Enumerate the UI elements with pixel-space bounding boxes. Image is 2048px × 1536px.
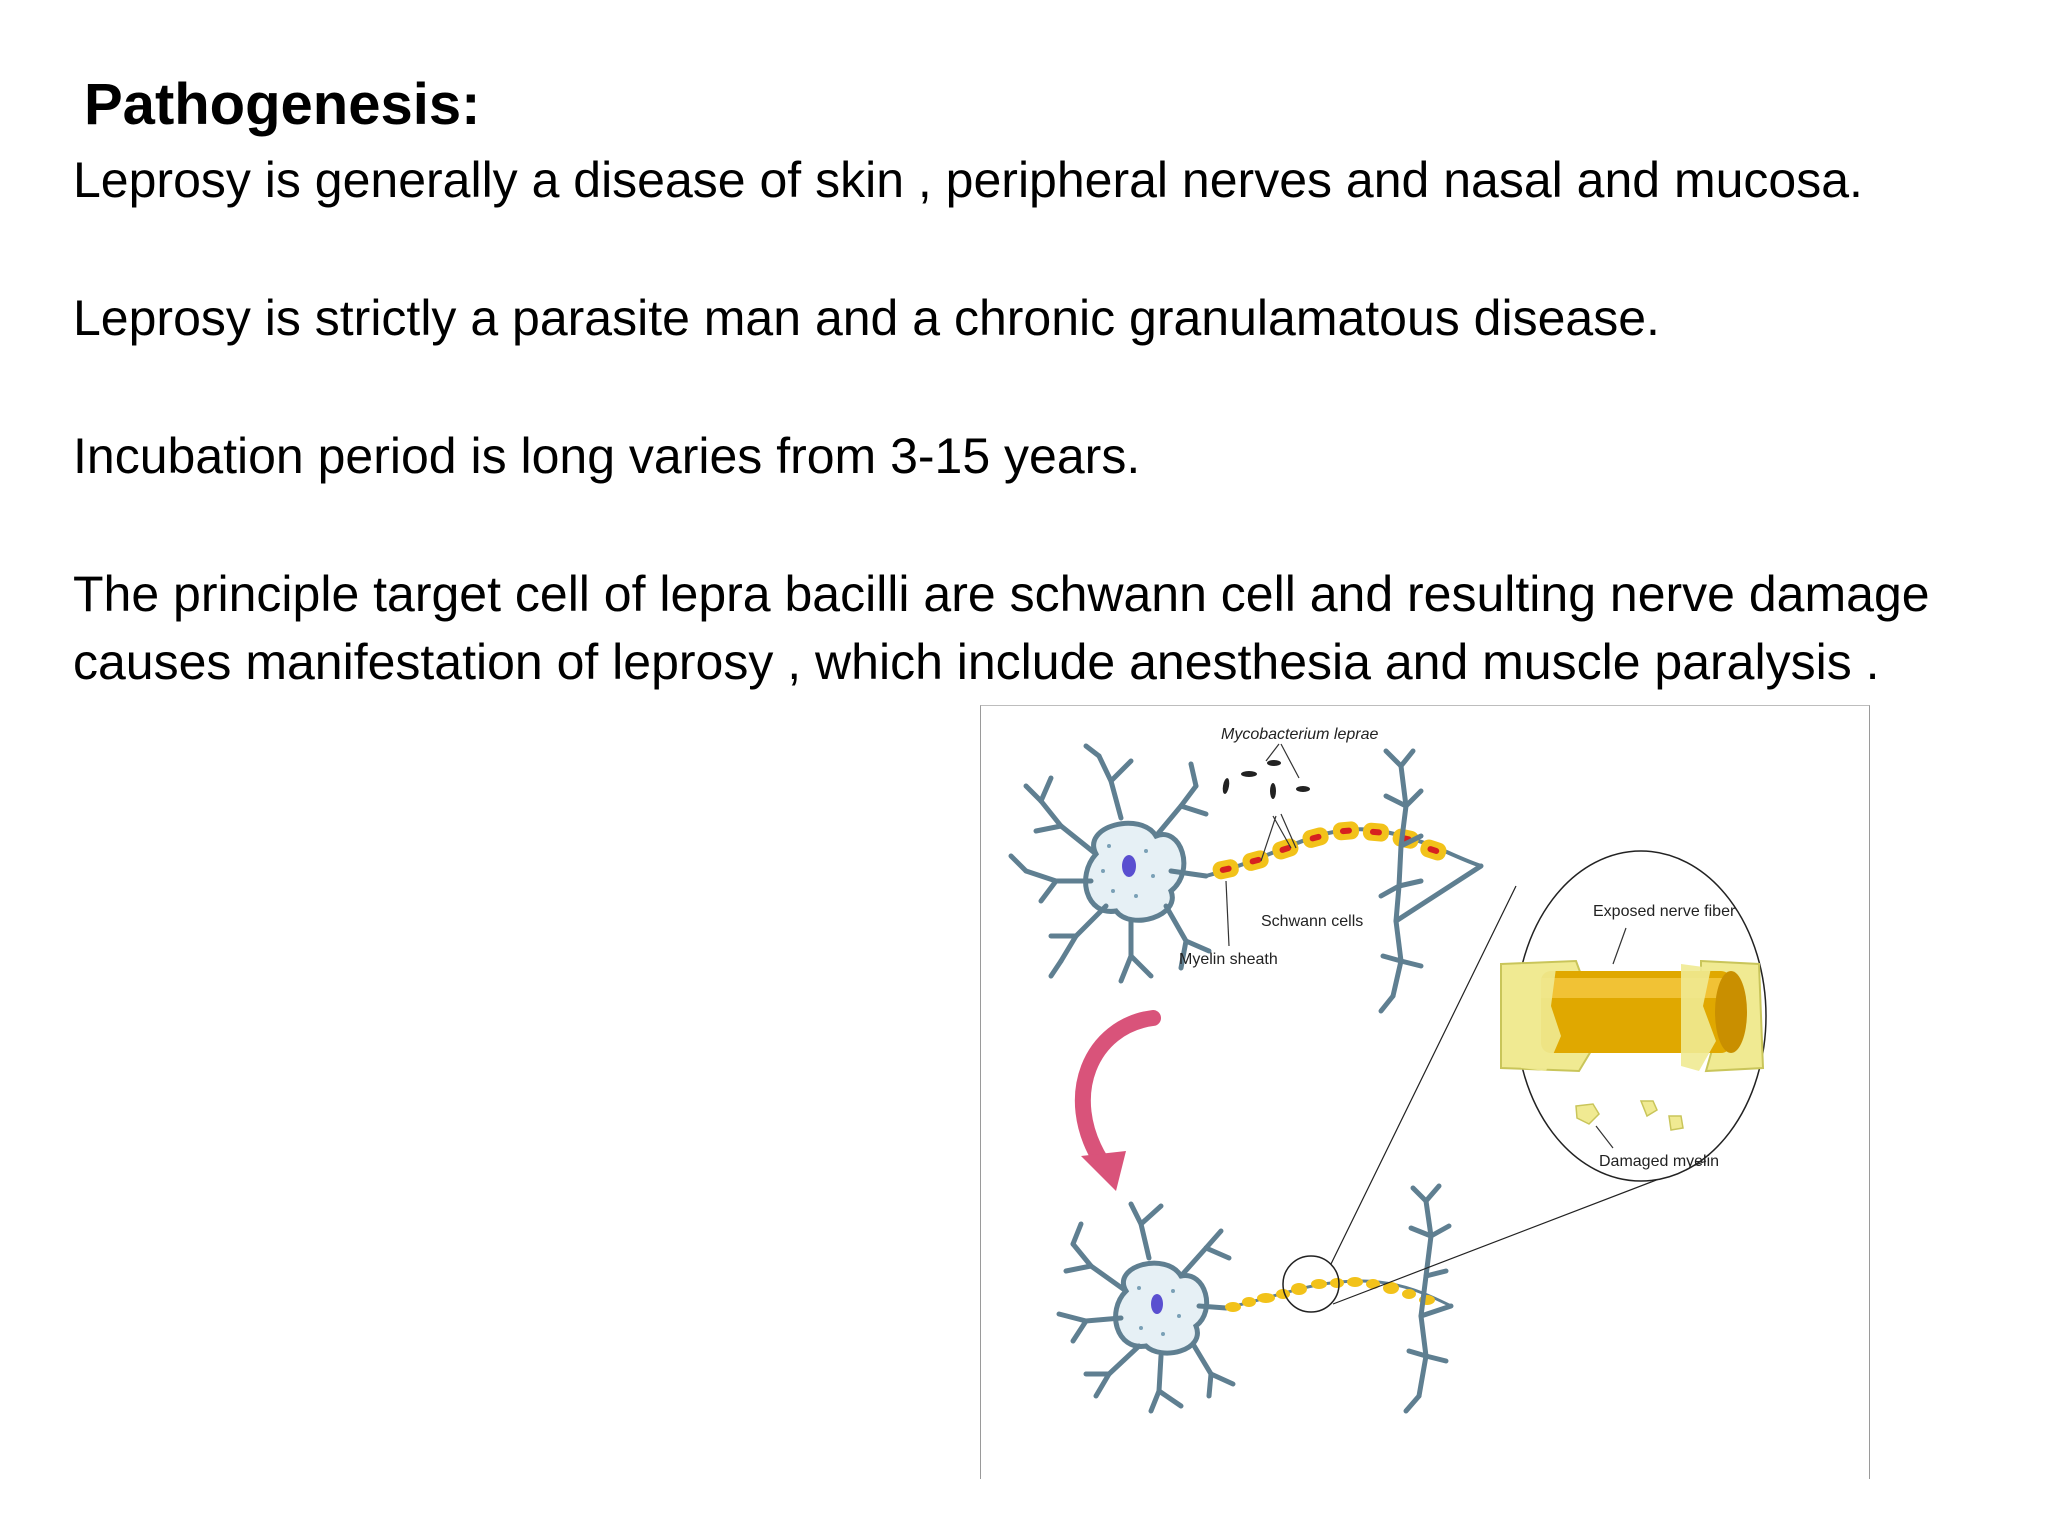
paragraph-incubation: Incubation period is long varies from 3-… xyxy=(73,428,1141,484)
paragraph-target-cell-line-2: causes manifestation of leprosy , which … xyxy=(73,634,1880,690)
myelin-segments xyxy=(1212,821,1447,880)
label-damaged-myelin: Damaged myelin xyxy=(1599,1153,1719,1170)
label-mycobacterium: Mycobacterium leprae xyxy=(1221,726,1379,743)
slide-title: Pathogenesis: xyxy=(84,72,481,137)
axon-terminal-bottom xyxy=(1403,1183,1454,1414)
magnifier-circle xyxy=(1282,1255,1340,1313)
nerve-damage-diagram: Mycobacterium leprae Schwann cells Myeli… xyxy=(980,705,1870,1479)
label-myelin-sheath: Myelin sheath xyxy=(1179,951,1278,968)
paragraph-skin-nerves: Leprosy is generally a disease of skin ,… xyxy=(73,152,1863,208)
healthy-neuron xyxy=(1008,743,1212,984)
damaged-myelin-segments xyxy=(1225,1277,1435,1312)
nucleus-icon xyxy=(1151,1294,1163,1314)
bacteria-icon xyxy=(1222,760,1310,799)
axon-terminal-top xyxy=(1378,748,1484,1014)
damaged-neuron xyxy=(1056,1201,1236,1414)
curved-arrow-icon xyxy=(1074,1010,1161,1191)
label-exposed-nerve-fiber: Exposed nerve fiber xyxy=(1593,903,1736,920)
paragraph-target-cell: The principle target cell of lepra bacil… xyxy=(73,560,1930,696)
zoom-view xyxy=(1500,850,1767,1182)
paragraph-parasite: Leprosy is strictly a parasite man and a… xyxy=(73,290,1660,346)
paragraph-target-cell-line-1: The principle target cell of lepra bacil… xyxy=(73,566,1930,622)
nerve-damage-svg: Mycobacterium leprae Schwann cells Myeli… xyxy=(1008,726,1767,1414)
nucleus-icon xyxy=(1122,855,1136,877)
label-schwann-cells: Schwann cells xyxy=(1261,913,1363,930)
